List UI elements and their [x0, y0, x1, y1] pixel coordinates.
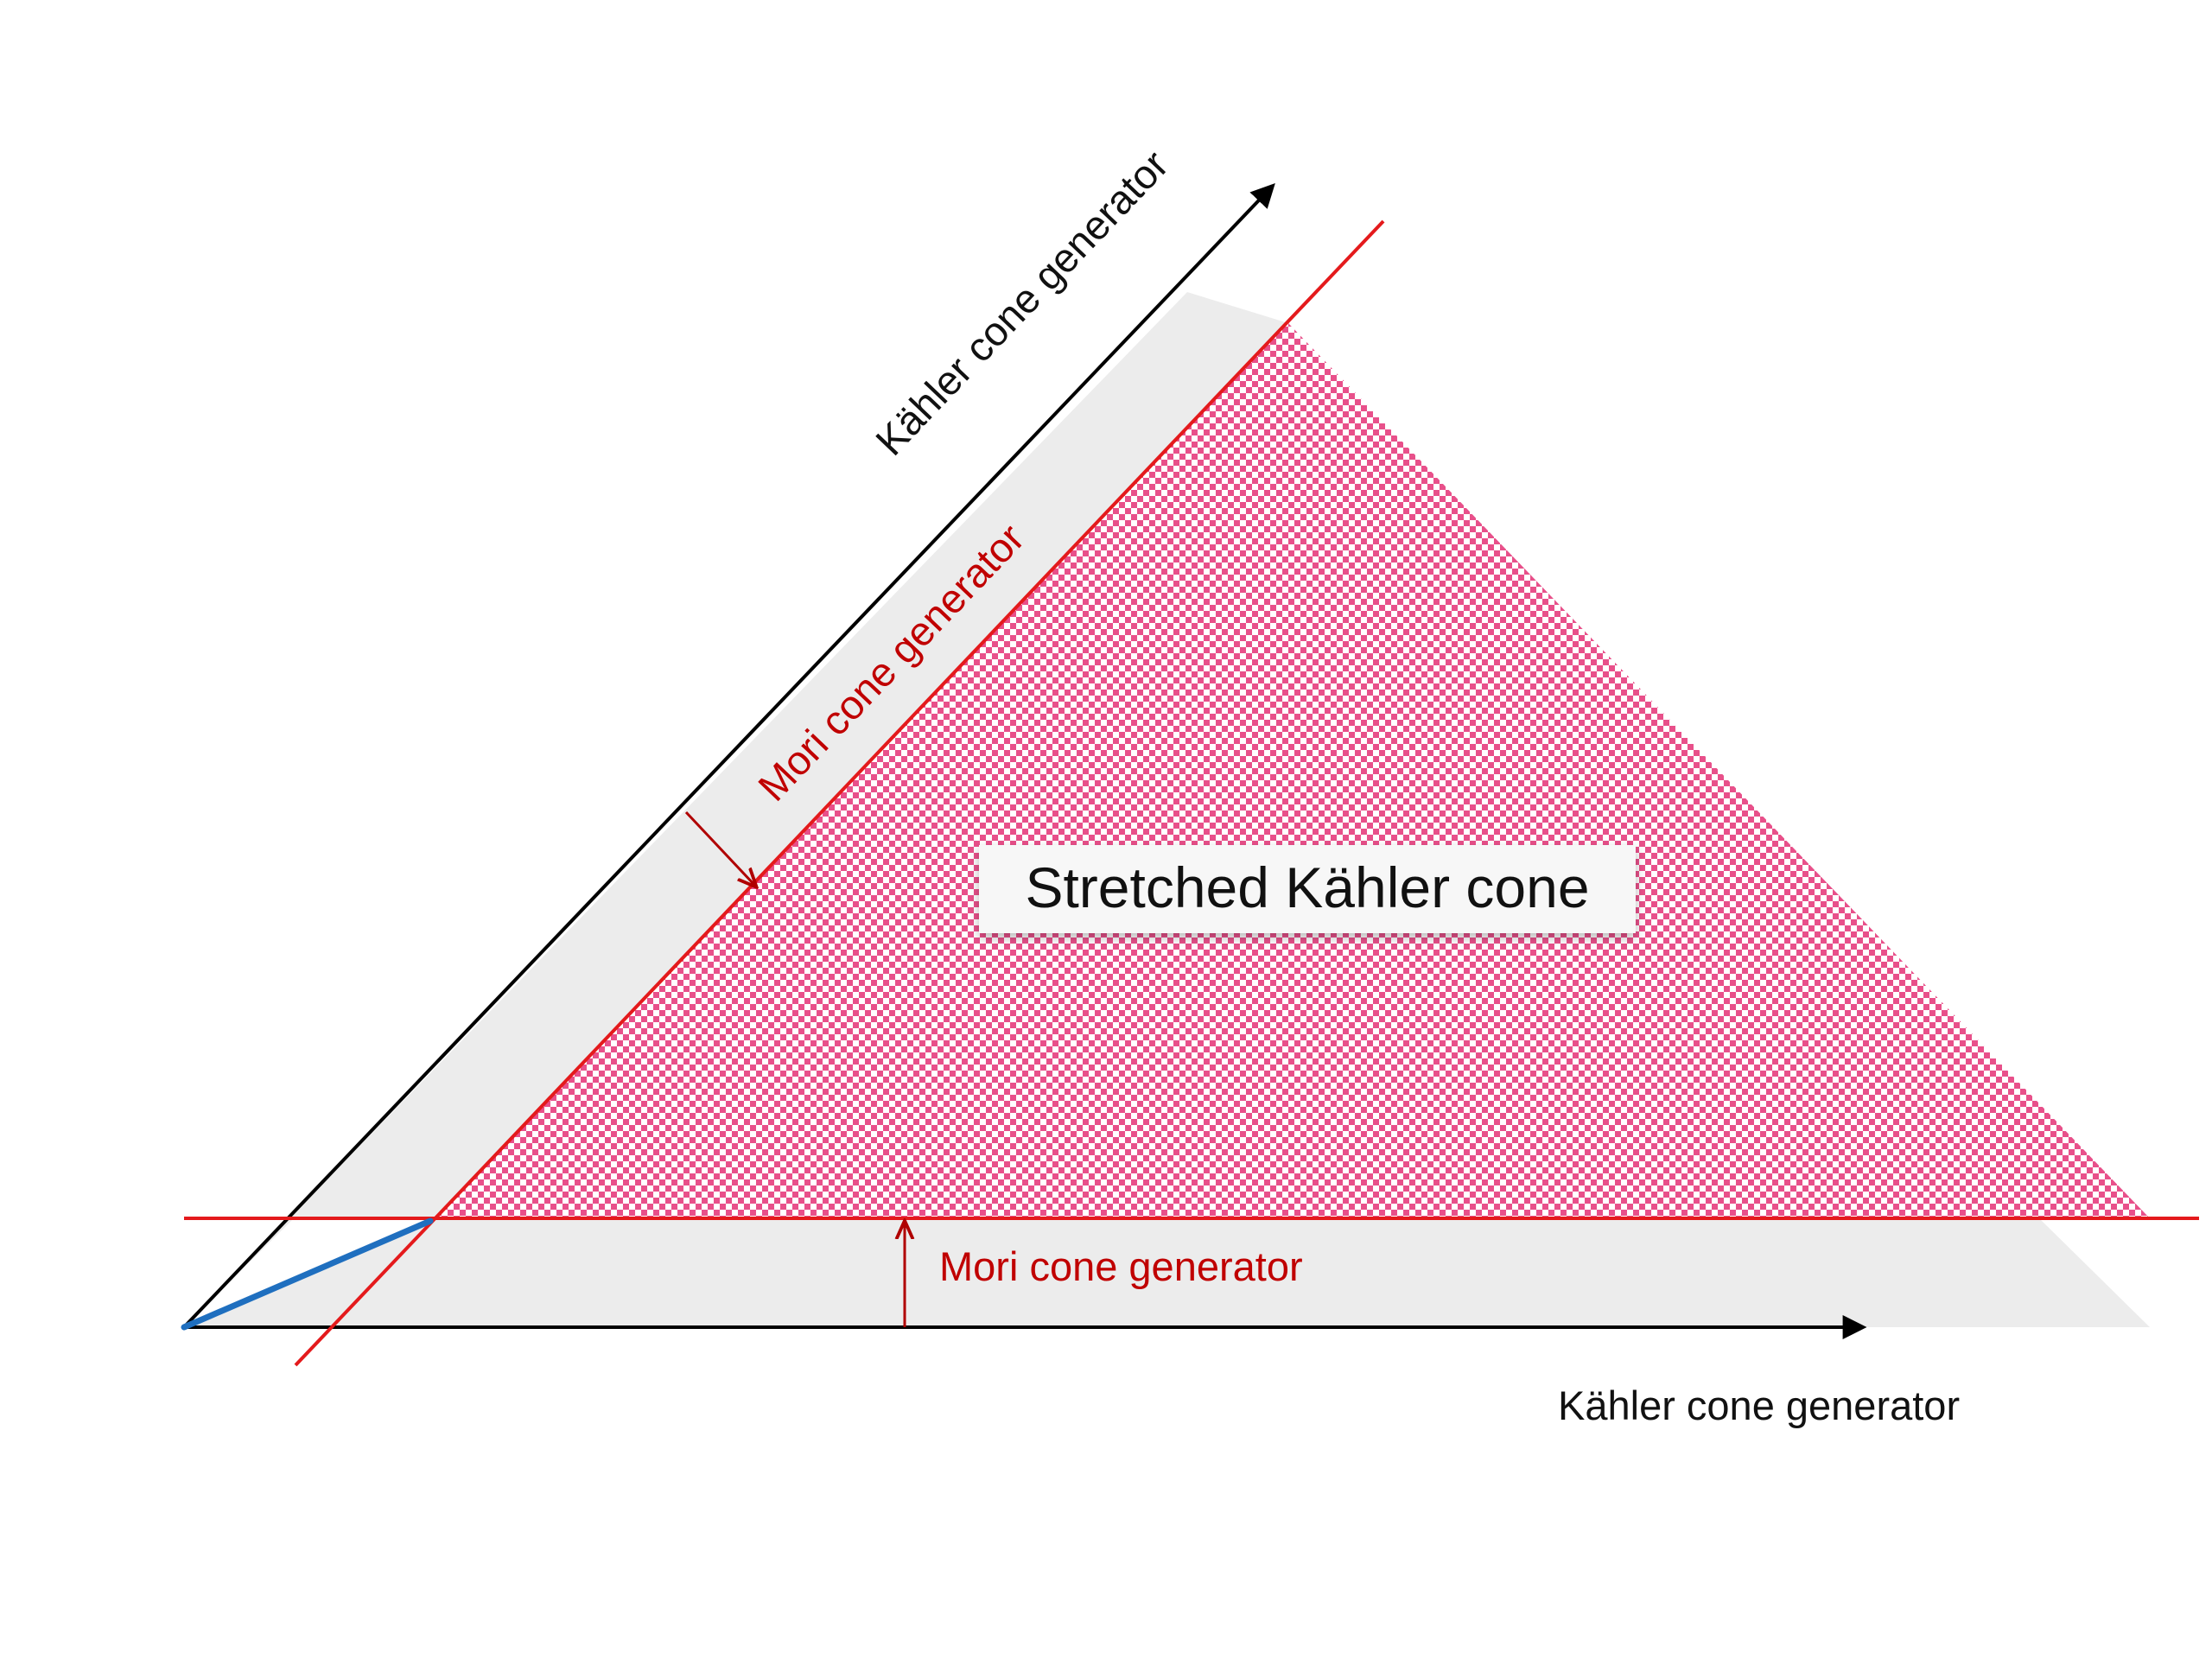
mori-generator-diagonal-line [294, 219, 1385, 1367]
stretched-kahler-cone-region [433, 323, 2150, 1218]
stretched-cone-label-background [979, 845, 1636, 933]
stretched-cone-label: Stretched Kähler cone [1025, 855, 1589, 919]
gray-band-diagonal [184, 292, 1288, 1327]
gray-band-horizontal [184, 1218, 2150, 1327]
stretched-cone-label-box: Stretched Kähler cone [979, 845, 1636, 933]
mori-generator-horizontal-label: Mori cone generator [939, 1243, 1303, 1289]
blue-vector [181, 1217, 434, 1331]
mori-diagonal-normal-arrow [684, 810, 755, 886]
kahler-generator-diagonal-axis [182, 182, 1275, 1329]
kahler-generator-horizontal-label: Kähler cone generator [1558, 1382, 1960, 1428]
